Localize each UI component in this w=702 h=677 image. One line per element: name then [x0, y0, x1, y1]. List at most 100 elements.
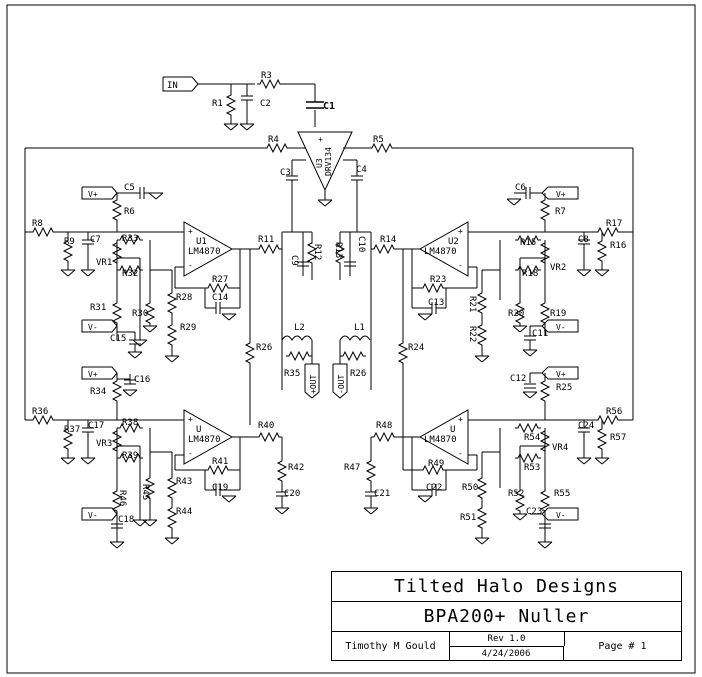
label-c11: C11 — [532, 329, 548, 339]
title-block: Tilted Halo Designs BPA200+ Nuller Timot… — [331, 571, 682, 661]
u4-plus: + — [188, 415, 193, 424]
vplus-label-2: V+ — [88, 370, 98, 379]
label-r23: R23 — [430, 275, 446, 285]
u5-part: LM4870 — [424, 435, 457, 445]
label-r13: R13 — [333, 242, 343, 258]
label-r8: R8 — [32, 219, 43, 229]
label-r29: R29 — [180, 323, 196, 333]
label-c4: C4 — [356, 165, 367, 175]
label-c7: C7 — [90, 235, 101, 245]
label-vr2: VR2 — [550, 263, 566, 273]
u4-part: LM4870 — [188, 435, 221, 445]
net-in-label: IN — [167, 81, 178, 91]
label-r50: R50 — [462, 483, 478, 493]
label-c6: C6 — [515, 183, 526, 193]
capacitors — [81, 95, 591, 529]
label-c17: C17 — [88, 421, 104, 431]
label-r25: R25 — [556, 383, 572, 393]
label-vr3: VR3 — [96, 439, 112, 449]
label-l1: L1 — [354, 323, 365, 333]
label-l2: L2 — [294, 323, 305, 333]
u2-minus: - — [458, 261, 463, 270]
label-r53: R53 — [524, 463, 540, 473]
date: 4/24/2006 — [449, 646, 564, 661]
label-r16: R16 — [610, 241, 626, 251]
label-r35: R35 — [284, 369, 300, 379]
label-c15: C15 — [110, 334, 126, 344]
label-r43: R43 — [176, 477, 192, 487]
label-r33: R33 — [122, 234, 138, 244]
u2-part: LM4870 — [424, 247, 457, 257]
label-r31: R31 — [90, 303, 106, 313]
label-r54: R54 — [524, 433, 540, 443]
label-r41: R41 — [212, 457, 228, 467]
vminus-label-1: V- — [88, 323, 98, 332]
label-r11: R11 — [258, 235, 274, 245]
label-r36: R36 — [32, 407, 48, 417]
label-r45: R45 — [140, 484, 150, 500]
label-c8: C8 — [578, 235, 589, 245]
label-r30: R30 — [132, 309, 148, 319]
label-r38: R38 — [122, 418, 138, 428]
label-r39: R39 — [122, 451, 138, 461]
label-c16: C16 — [134, 375, 150, 385]
u1-plus: + — [188, 227, 193, 236]
label-r26b: R26 — [350, 369, 366, 379]
label-c3: C3 — [280, 168, 291, 178]
label-c22: C22 — [426, 483, 442, 493]
label-r9: R9 — [64, 237, 75, 247]
label-c21: C21 — [374, 489, 390, 499]
label-r32: R32 — [122, 269, 138, 279]
company-name: Tilted Halo Designs — [332, 572, 681, 602]
label-r40: R40 — [258, 421, 274, 431]
label-vr1: VR1 — [96, 258, 112, 268]
label-c24: C24 — [578, 421, 594, 431]
u2-ref: U2 — [448, 237, 459, 247]
label-r18: R18 — [522, 269, 538, 279]
label-r22: R22 — [467, 326, 477, 342]
label-c13: C13 — [428, 298, 444, 308]
label-r56: R56 — [606, 407, 622, 417]
label-r57: R57 — [610, 433, 626, 443]
author-name: Timothy M Gould — [332, 631, 450, 661]
label-r24: R24 — [408, 343, 424, 353]
u4-ref: U — [196, 425, 201, 435]
u1-minus: - — [188, 261, 193, 270]
u5-minus: - — [458, 449, 463, 458]
label-c23: C23 — [526, 507, 542, 517]
label-r5: R5 — [373, 135, 384, 145]
label-c9: C9 — [289, 255, 299, 266]
wires — [24, 76, 634, 542]
vminus-label-4: V- — [556, 511, 566, 520]
u1-ref: U1 — [196, 237, 207, 247]
u2-plus: + — [458, 227, 463, 236]
sheet-border — [6, 4, 696, 674]
label-r12: R12 — [312, 244, 322, 260]
label-r28: R28 — [176, 293, 192, 303]
label-r34: R34 — [90, 387, 106, 397]
label-r1: R1 — [212, 99, 223, 109]
label-r26a: R26 — [256, 343, 272, 353]
u1-part: LM4870 — [188, 247, 221, 257]
label-c12: C12 — [510, 374, 526, 384]
label-c18: C18 — [118, 515, 134, 525]
label-c19: C19 — [212, 483, 228, 493]
label-r44: R44 — [176, 507, 192, 517]
label-r37: R37 — [64, 425, 80, 435]
label-r42: R42 — [288, 463, 304, 473]
label-r14: R14 — [380, 235, 396, 245]
label-c14: C14 — [212, 293, 228, 303]
label-r55: R55 — [554, 489, 570, 499]
revision: Rev 1.0 — [449, 631, 565, 646]
vplus-label-3: V+ — [556, 190, 566, 199]
label-vr4: VR4 — [552, 443, 568, 453]
label-r52: R52 — [508, 489, 524, 499]
label-c5: C5 — [124, 183, 135, 193]
label-r19: R19 — [550, 309, 566, 319]
vminus-label-2: V- — [88, 511, 98, 520]
label-c20: C20 — [284, 489, 300, 499]
label-r20: R20 — [508, 309, 524, 319]
vplus-label-4: V+ — [556, 370, 566, 379]
